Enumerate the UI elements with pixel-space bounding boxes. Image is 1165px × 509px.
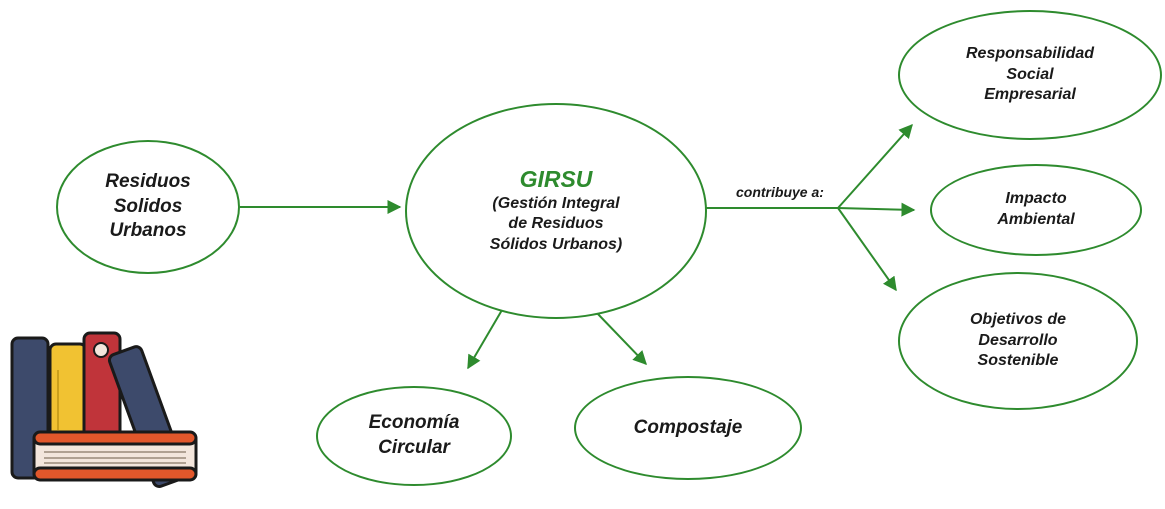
- objetivos-line3: Sostenible: [977, 352, 1059, 370]
- node-impacto-ambiental: Impacto Ambiental: [930, 164, 1142, 256]
- edge-hub-objetivos: [837, 207, 897, 292]
- edge-girsu-compostaje: [595, 311, 647, 366]
- impacto-line1: Impacto: [1005, 190, 1067, 208]
- responsabilidad-line1: Responsabilidad: [965, 44, 1095, 62]
- node-responsabilidad-social: Responsabilidad Social Empresarial: [898, 10, 1162, 140]
- books-icon: [10, 331, 198, 488]
- girsu-line2: de Residuos: [508, 215, 604, 233]
- node-objetivos-desarrollo: Objetivos de Desarrollo Sostenible: [898, 272, 1138, 410]
- edge-hub-impacto: [837, 202, 916, 217]
- economia-line1: Economía: [368, 412, 460, 434]
- edge-girsu-economia: [467, 309, 503, 370]
- economia-line2: Circular: [378, 437, 450, 458]
- girsu-title: GIRSU: [519, 166, 593, 192]
- girsu-line3: Sólidos Urbanos): [489, 236, 623, 254]
- node-compostaje: Compostaje: [574, 376, 802, 480]
- residuos-line2: Solidos: [113, 195, 183, 217]
- edge-label-contribuye: contribuye a:: [736, 184, 824, 200]
- compostaje-line1: Compostaje: [633, 416, 743, 438]
- residuos-line1: Residuos: [105, 170, 191, 192]
- impacto-line2: Ambiental: [997, 211, 1075, 228]
- responsabilidad-line3: Empresarial: [984, 86, 1076, 104]
- responsabilidad-line2: Social: [1006, 65, 1054, 83]
- objetivos-line1: Objetivos de: [969, 310, 1067, 328]
- edge-hub-responsabilidad: [837, 123, 913, 209]
- node-residuos-solidos-urbanos: Residuos Solidos Urbanos: [56, 140, 240, 274]
- node-girsu: GIRSU (Gestión Integral de Residuos Sóli…: [405, 103, 707, 319]
- girsu-line1: (Gestión Integral: [492, 194, 620, 212]
- residuos-line3: Urbanos: [109, 220, 187, 242]
- objetivos-line2: Desarrollo: [978, 331, 1058, 349]
- node-economia-circular: Economía Circular: [316, 386, 512, 486]
